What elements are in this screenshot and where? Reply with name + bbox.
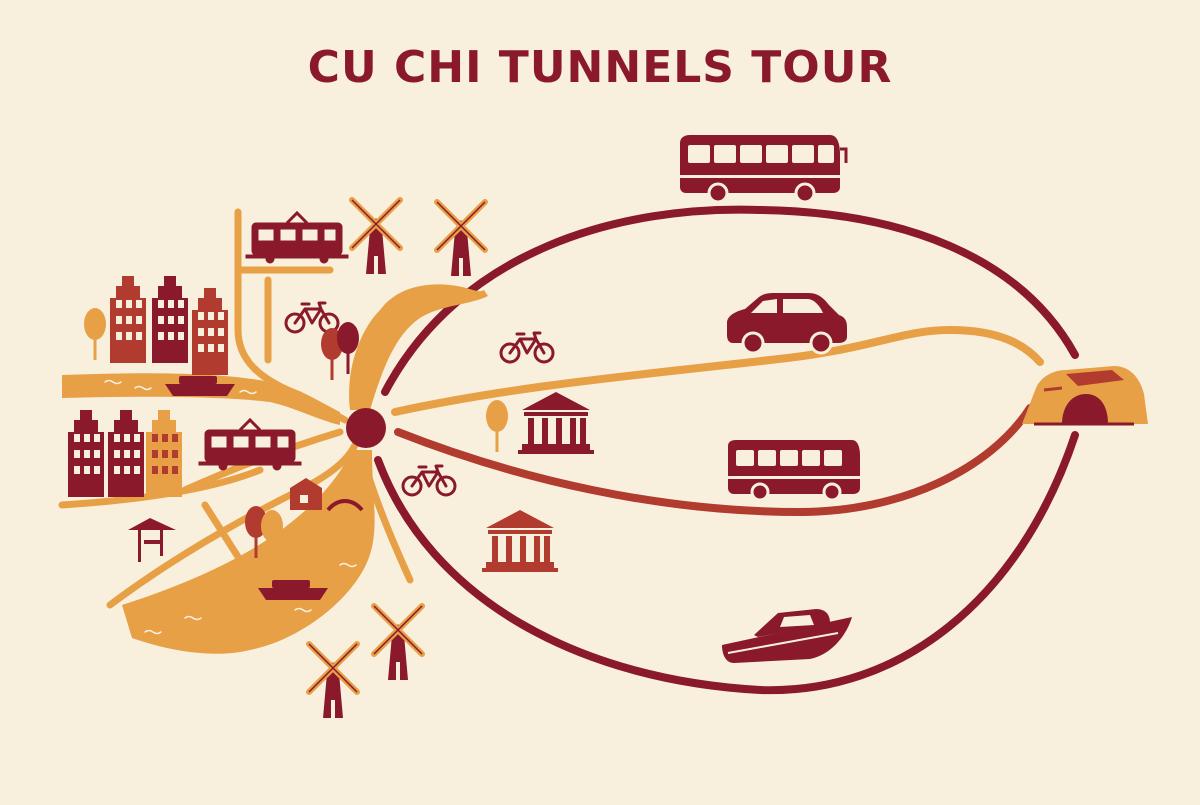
page-title: CU CHI TUNNELS TOUR: [307, 42, 893, 93]
canal-upper: [349, 284, 488, 410]
canal-ripples: [104, 379, 357, 635]
windmill-icon: [434, 199, 488, 276]
city-area: [58, 197, 488, 718]
route-line-car: [391, 325, 1044, 416]
tree-icon: [486, 400, 508, 452]
windmill-icon: [306, 641, 360, 718]
museum-icon: [518, 392, 594, 454]
car-icon: [727, 293, 847, 355]
route-line-boat-bottom: [374, 431, 1079, 695]
canal-left-upper: [62, 373, 340, 425]
canal-houses-top: [84, 276, 228, 375]
bicycle-icon: [499, 331, 555, 364]
route-line-bus-middle: [394, 404, 1034, 517]
canal-lower-left: [122, 450, 375, 654]
bus-icon: [680, 135, 848, 204]
windmill-icon: [349, 197, 403, 274]
city-streets: [58, 208, 414, 609]
bicycle-icon: [401, 464, 457, 497]
boat-icon: [722, 609, 852, 663]
tram-icon: [197, 418, 303, 472]
museum-icon: [482, 510, 558, 572]
route-line-bus-top: [381, 205, 1079, 396]
canal-bridge: [326, 499, 364, 512]
tram-icon: [244, 211, 350, 265]
origin-hub-marker: [346, 408, 386, 448]
bicycle-icon: [284, 301, 340, 334]
bus-icon: [728, 440, 860, 502]
route-lines: [374, 205, 1079, 695]
tunnel-entrance-icon: [1022, 366, 1148, 426]
canal-houses-bottom: [68, 410, 182, 497]
shop-icon: [290, 478, 322, 510]
windmill-icon: [371, 603, 425, 680]
market-stall-icon: [128, 518, 176, 562]
